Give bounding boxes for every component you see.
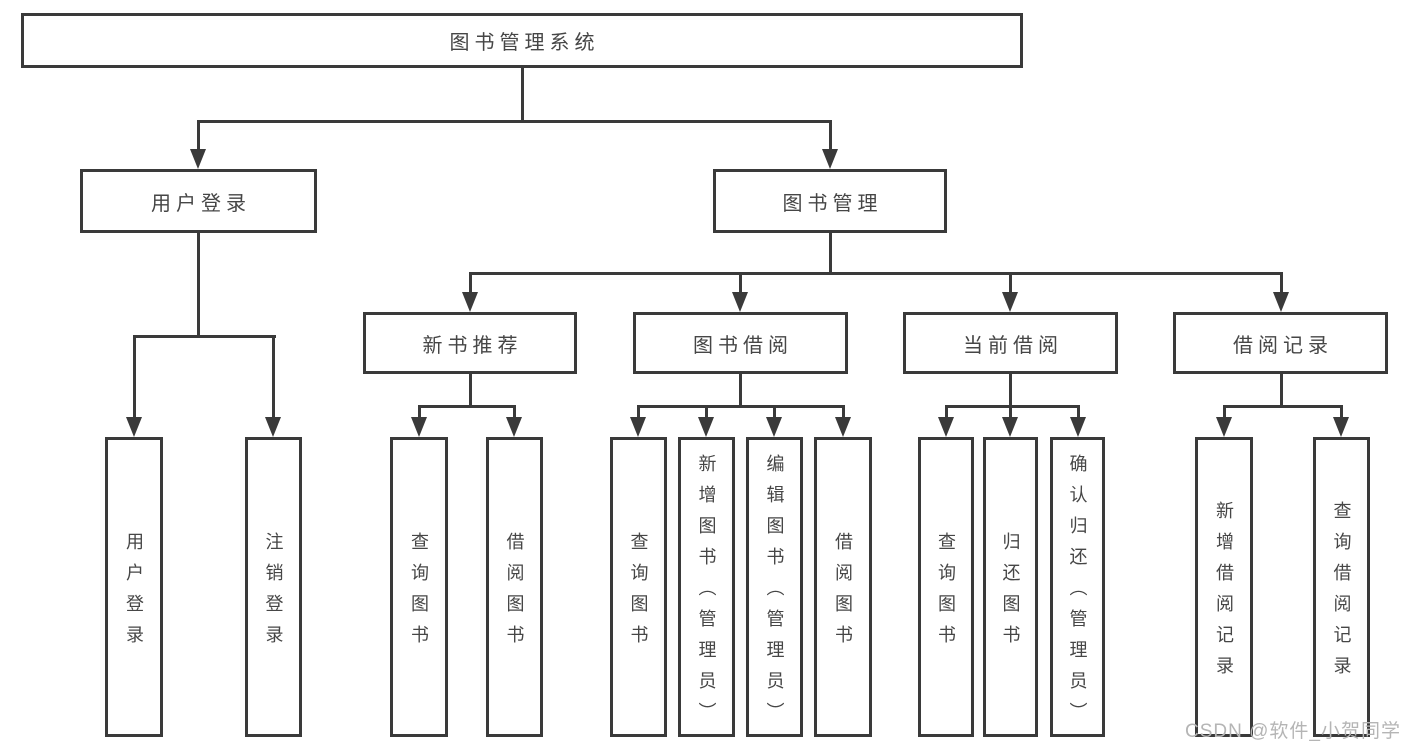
connector-stem-borrow-records	[1279, 374, 1283, 408]
node-label: 新增图书（管理员）	[696, 454, 717, 733]
leaf-edit-book-admin: 编辑图书（管理员）	[746, 437, 803, 737]
arrow-down-icon	[506, 417, 522, 437]
connector-drop	[512, 405, 516, 419]
node-label: 借阅记录	[1233, 334, 1333, 357]
node-label: 确认归还（管理员）	[1067, 454, 1088, 733]
connector-drop-leaf-logout	[271, 335, 275, 419]
leaf-logout-login: 注销登录	[245, 437, 302, 737]
arrow-down-icon	[190, 149, 206, 169]
connector-drop-borrow-records	[1279, 272, 1283, 294]
connector-drop-new-book	[468, 272, 472, 294]
connector-drop	[841, 405, 845, 419]
node-label: 用户登录	[151, 192, 251, 215]
node-label: 查询图书	[409, 531, 429, 656]
connector-bar-user-login	[132, 335, 276, 338]
node-label: 查询图书	[936, 531, 956, 656]
node-borrow-records: 借阅记录	[1173, 312, 1388, 374]
arrow-down-icon	[1002, 292, 1018, 312]
connector-drop	[1339, 405, 1343, 419]
arrow-down-icon	[1002, 417, 1018, 437]
node-user-login: 用户登录	[80, 169, 317, 233]
leaf-user-login: 用户登录	[105, 437, 163, 737]
connector-stem-book-management	[828, 233, 832, 275]
leaf-confirm-return-admin: 确认归还（管理员）	[1050, 437, 1105, 737]
node-current-borrow: 当前借阅	[903, 312, 1118, 374]
connector-drop-book-management	[828, 120, 832, 151]
node-label: 编辑图书（管理员）	[764, 454, 785, 733]
connector-stem-user-login	[196, 233, 200, 338]
leaf-query-borrow-record: 查询借阅记录	[1313, 437, 1370, 737]
node-label: 新书推荐	[422, 334, 523, 357]
node-label: 查询借阅记录	[1331, 500, 1352, 687]
arrow-down-icon	[938, 417, 954, 437]
leaf-add-book-admin: 新增图书（管理员）	[678, 437, 735, 737]
node-label: 图书借阅	[693, 334, 793, 357]
node-label: 借阅图书	[833, 531, 853, 656]
connector-bar-root	[196, 120, 832, 123]
arrow-down-icon	[1070, 417, 1086, 437]
connector-drop-current-borrow	[1008, 272, 1012, 294]
leaf-borrow-books-2: 借阅图书	[814, 437, 872, 737]
connector-bar-book-management	[468, 272, 1283, 275]
arrow-down-icon	[698, 417, 714, 437]
arrow-down-icon	[732, 292, 748, 312]
node-label: 借阅图书	[504, 531, 525, 656]
connector-stem-new-book	[468, 374, 472, 408]
arrow-down-icon	[835, 417, 851, 437]
arrow-down-icon	[822, 149, 838, 169]
node-label: 注销登录	[263, 531, 284, 656]
node-label: 图书管理	[782, 192, 883, 215]
connector-stem-current-borrow	[1008, 374, 1012, 408]
leaf-query-books-1: 查询图书	[390, 437, 448, 737]
leaf-borrow-books-1: 借阅图书	[486, 437, 543, 737]
connector-drop-leaf-user-login	[132, 335, 136, 419]
node-label: 归还图书	[1000, 531, 1021, 656]
arrow-down-icon	[1333, 417, 1349, 437]
connector-drop	[636, 405, 640, 419]
connector-drop	[772, 405, 776, 419]
connector-drop-book-borrow	[738, 272, 742, 294]
connector-drop	[1222, 405, 1226, 419]
connector-bar-book-borrow	[636, 405, 845, 408]
watermark-text: CSDN @软件_小贺同学	[1185, 721, 1401, 742]
arrow-down-icon	[1273, 292, 1289, 312]
leaf-query-books-2: 查询图书	[610, 437, 667, 737]
node-book-management: 图书管理	[713, 169, 947, 233]
node-label: 用户登录	[124, 531, 144, 656]
node-label: 图书管理系统	[449, 32, 600, 54]
connector-drop-user-login	[196, 120, 200, 151]
arrow-down-icon	[766, 417, 782, 437]
connector-bar-borrow-records	[1222, 405, 1343, 408]
connector-bar-new-book	[417, 405, 516, 408]
arrow-down-icon	[265, 417, 281, 437]
leaf-query-books-3: 查询图书	[918, 437, 974, 737]
connector-drop	[944, 405, 948, 419]
arrow-down-icon	[1216, 417, 1232, 437]
connector-drop	[704, 405, 708, 419]
leaf-add-borrow-record: 新增借阅记录	[1195, 437, 1253, 737]
arrow-down-icon	[411, 417, 427, 437]
node-label: 当前借阅	[963, 334, 1063, 357]
node-label: 查询图书	[628, 531, 649, 656]
connector-stem-book-borrow	[738, 374, 742, 408]
connector-bar-current-borrow	[944, 405, 1080, 408]
node-label: 新增借阅记录	[1214, 500, 1234, 687]
connector-drop	[417, 405, 421, 419]
arrow-down-icon	[462, 292, 478, 312]
connector-stem-root	[520, 68, 524, 122]
node-book-borrow: 图书借阅	[633, 312, 848, 374]
arrow-down-icon	[126, 417, 142, 437]
connector-drop	[1076, 405, 1080, 419]
node-library-system: 图书管理系统	[21, 13, 1023, 68]
leaf-return-book: 归还图书	[983, 437, 1038, 737]
connector-drop	[1008, 405, 1012, 419]
node-new-book-recommend: 新书推荐	[363, 312, 577, 374]
arrow-down-icon	[630, 417, 646, 437]
